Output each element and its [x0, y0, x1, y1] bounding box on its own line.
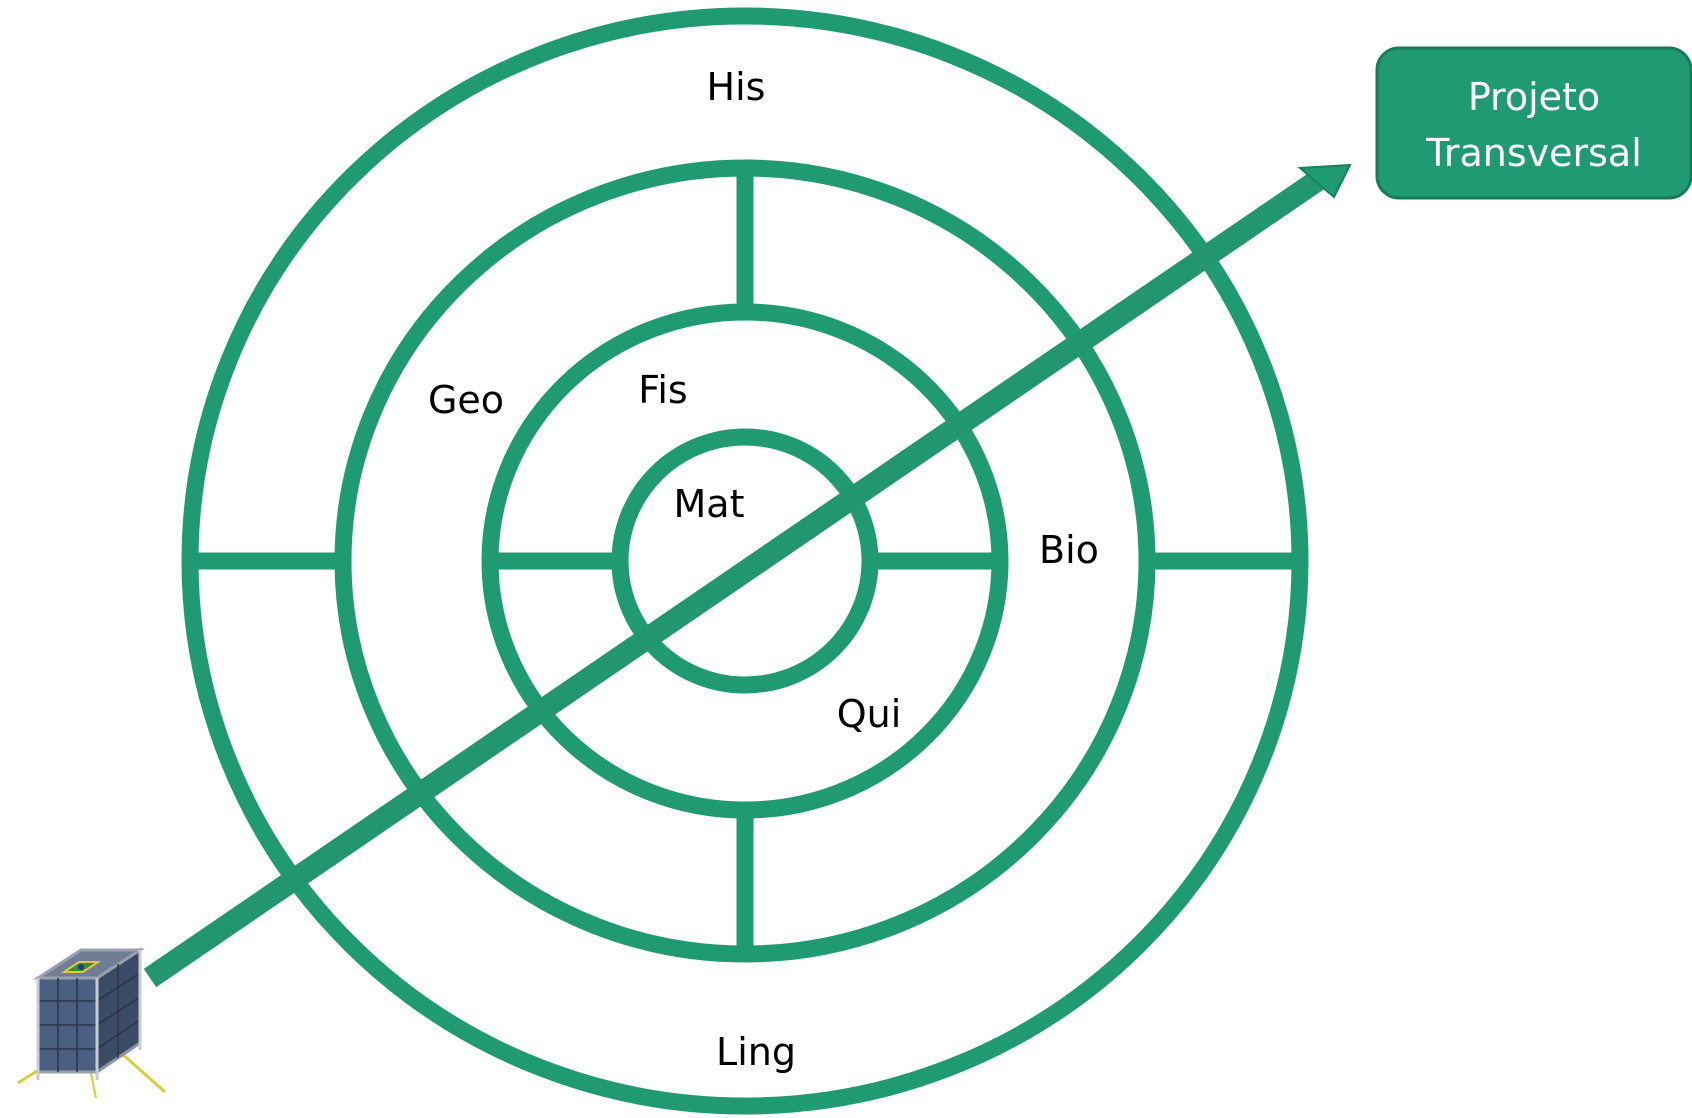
label-fis: Fis — [638, 368, 687, 412]
projeto-transversal-box: Projeto Transversal — [1375, 46, 1692, 200]
second-ring — [334, 159, 1156, 963]
label-mat: Mat — [674, 482, 745, 526]
outer-ring — [181, 7, 1309, 1115]
arrow-right-up-icon — [143, 163, 1352, 988]
label-geo: Geo — [428, 378, 504, 422]
ring-dividers — [198, 176, 1294, 947]
label-his: His — [707, 65, 766, 109]
label-ling: Ling — [716, 1030, 796, 1074]
center-ring — [611, 428, 879, 694]
label-qui: Qui — [837, 692, 902, 736]
box-line-2: Transversal — [1425, 131, 1642, 175]
third-ring — [481, 303, 1009, 819]
concentric-rings — [181, 7, 1309, 1115]
box-line-1: Projeto — [1468, 75, 1600, 119]
cubesat-satellite-icon — [17, 947, 166, 1099]
label-bio: Bio — [1039, 528, 1099, 572]
